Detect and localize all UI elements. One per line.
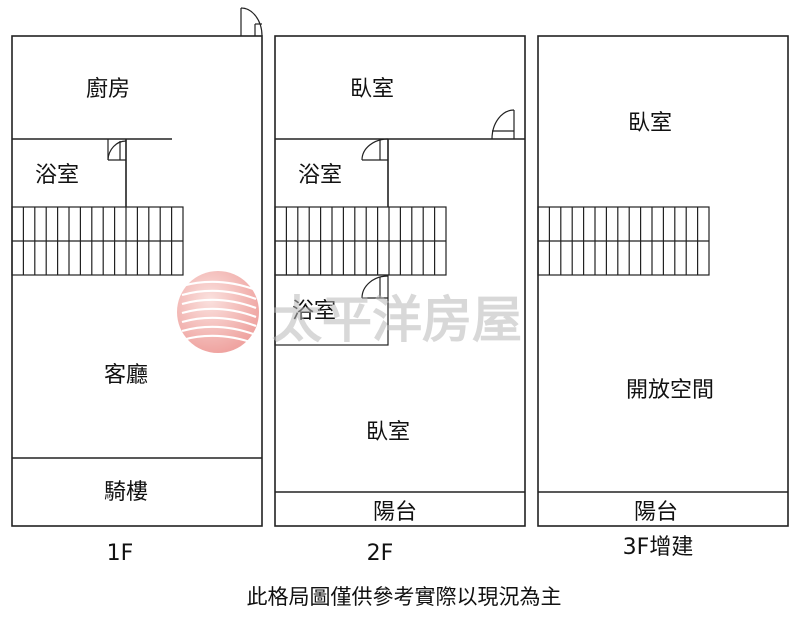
room-bedroom-2f-bottom-label: 臥室 xyxy=(366,420,410,445)
room-open-space-label: 開放空間 xyxy=(626,378,714,403)
floor-1f: 廚房 浴室 客廳 騎樓 1F xyxy=(11,7,263,566)
room-arcade-label: 騎樓 xyxy=(104,480,148,505)
room-kitchen-label: 廚房 xyxy=(86,77,130,102)
door-icon-1f-bath xyxy=(107,139,127,161)
room-bedroom-3f-label: 臥室 xyxy=(628,111,672,136)
pacific-house-sphere-logo-icon xyxy=(177,271,259,353)
bath-mid-outline xyxy=(274,274,389,346)
stairs-3f xyxy=(537,206,710,276)
disclaimer-text: 此格局圖僅供參考實際以現況為主 xyxy=(247,585,562,609)
room-bath-2f-top-label: 浴室 xyxy=(298,163,342,188)
room-balcony-3f-label: 陽台 xyxy=(634,500,678,525)
logo-stripe xyxy=(181,289,257,301)
floor-1f-outline xyxy=(11,35,263,527)
watermark: 太平洋房屋 xyxy=(177,271,522,353)
door-icon-2f-bath-top xyxy=(361,138,389,161)
room-bath-1f-label: 浴室 xyxy=(35,163,79,188)
floor-2f-label: 2F xyxy=(367,541,394,566)
watermark-text: 太平洋房屋 xyxy=(272,290,522,349)
logo-stripe xyxy=(181,334,257,346)
floor-3f-outline xyxy=(537,35,789,527)
door-icon-2f-bath-mid xyxy=(361,275,389,299)
logo-stripe xyxy=(181,280,257,292)
room-bath-2f-mid-label: 浴室 xyxy=(292,299,336,324)
floor-1f-label: 1F xyxy=(107,541,134,566)
door-icon-1f-top xyxy=(240,7,263,37)
room-bedroom-2f-top-label: 臥室 xyxy=(350,77,394,102)
floor-2f: 臥室 浴室 浴室 臥室 陽台 2F xyxy=(274,35,526,566)
room-living-label: 客廳 xyxy=(104,363,148,388)
room-balcony-2f-label: 陽台 xyxy=(373,500,417,525)
logo-stripe xyxy=(181,307,257,319)
floor-3f: 臥室 開放空間 陽台 3F增建 xyxy=(537,35,789,560)
floor-3f-label: 3F增建 xyxy=(623,535,694,560)
logo-stripe xyxy=(181,316,257,328)
door-icon-2f-bedroom xyxy=(491,109,515,140)
logo-stripe xyxy=(181,298,257,310)
stairs-1f xyxy=(11,206,184,276)
logo-stripe xyxy=(181,325,257,337)
floor-2f-outline xyxy=(274,35,526,527)
stairs-2f xyxy=(274,206,447,276)
